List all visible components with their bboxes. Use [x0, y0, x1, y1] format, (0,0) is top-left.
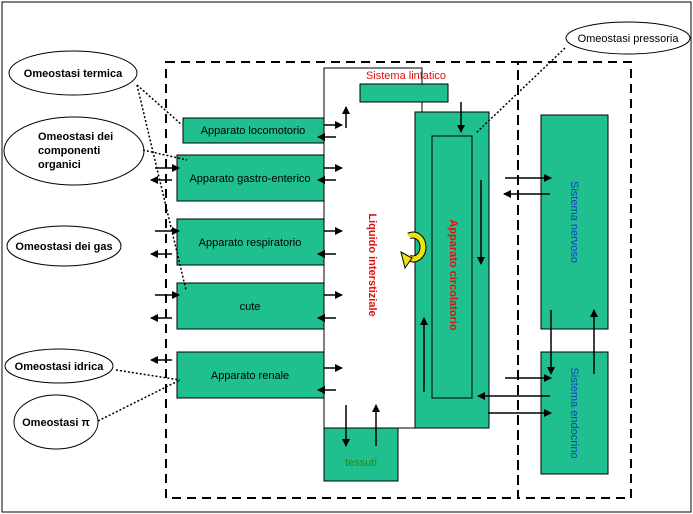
- oval-pressure-label: Omeostasi pressoria: [578, 33, 680, 45]
- cycle-arrow-icon: [407, 232, 426, 262]
- connector-pressure: [475, 47, 566, 134]
- circulatory-inner-loop: [431, 135, 473, 399]
- internal-environment-dashed-box: [165, 61, 519, 499]
- oval-organic-components: [3, 116, 145, 186]
- oval-water-label: Omeostasi idrica: [15, 361, 105, 373]
- arrows: [150, 102, 598, 447]
- oval-osmotic: [13, 394, 99, 450]
- lymphatic-box: [359, 83, 449, 103]
- oval-thermal: [8, 50, 138, 96]
- nervous-system-label: Sistema nervoso: [568, 181, 580, 263]
- renal-label: Apparato renale: [211, 370, 289, 382]
- connector-water: [115, 369, 181, 381]
- interstitial-label: Liquido interstiziale: [366, 213, 378, 316]
- oval-thermal-label: Omeostasi termica: [24, 68, 123, 80]
- nervous-system-box: [540, 114, 609, 330]
- oval-osmotic-label: Omeostasi π: [22, 417, 90, 429]
- oval-gas-label: Omeostasi dei gas: [15, 241, 112, 253]
- locomotor-label: Apparato locomotorio: [201, 125, 306, 137]
- connector-organic: [142, 149, 188, 161]
- tissues-label: tessuti: [345, 457, 377, 469]
- circulatory-label: Apparato circolatorio: [447, 219, 459, 331]
- cycle-arrow-head: [400, 251, 413, 270]
- lymphatic-label: Sistema linfatico: [366, 70, 446, 82]
- oval-water: [4, 348, 114, 384]
- respiratory-label: Apparato respiratorio: [199, 237, 302, 249]
- oval-gas: [6, 225, 122, 267]
- dotted-connectors: [97, 47, 566, 422]
- control-systems-dashed-box: [517, 61, 632, 499]
- respiratory-box: [176, 218, 325, 266]
- oval-organic-line1: Omeostasi dei: [38, 131, 113, 143]
- skin-box: [176, 282, 325, 330]
- connector-thermal-skin: [136, 84, 187, 291]
- oval-organic-line3: organici: [38, 159, 81, 171]
- oval-pressure: [565, 21, 691, 55]
- oval-organic-line2: componenti: [38, 145, 100, 157]
- skin-label: cute: [240, 301, 261, 313]
- gastro-label: Apparato gastro-enterico: [189, 173, 310, 185]
- connector-osmotic: [97, 379, 181, 422]
- renal-box: [176, 351, 325, 399]
- locomotor-box: [182, 117, 325, 144]
- tissues-box: [323, 427, 399, 482]
- endocrine-system-label: Sistema endocrino: [568, 367, 580, 458]
